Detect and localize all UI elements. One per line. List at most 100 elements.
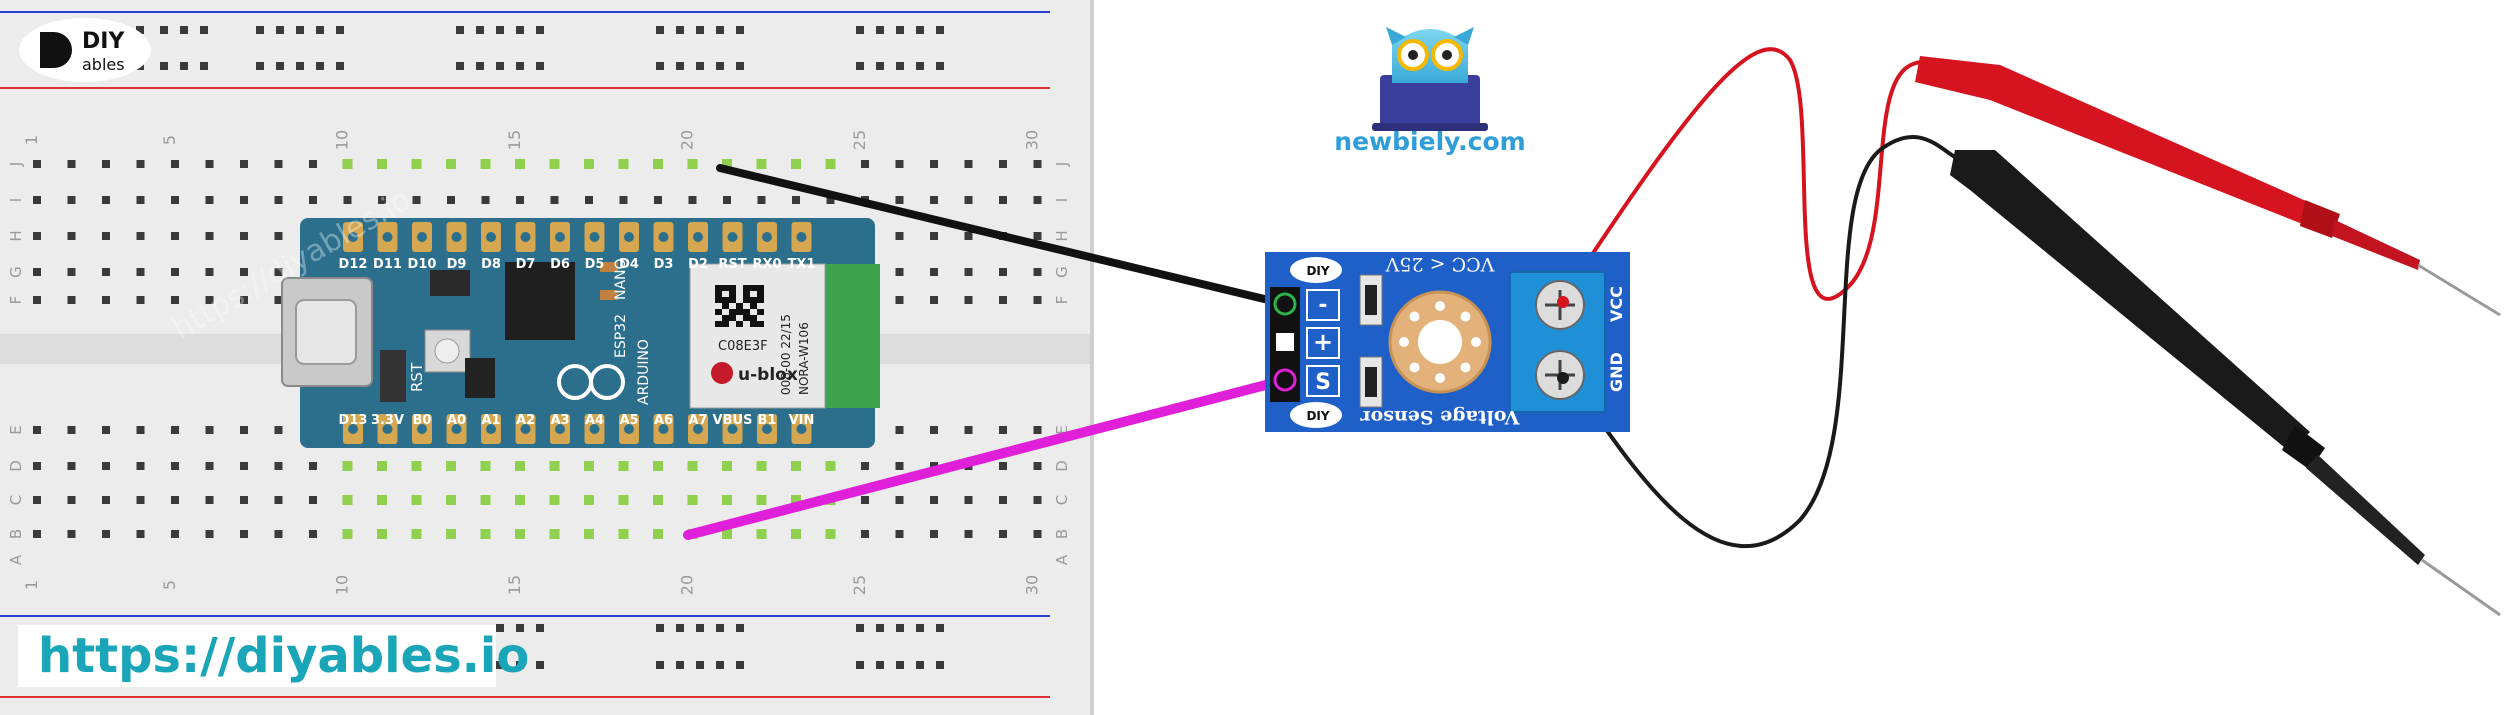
reset-button[interactable] xyxy=(424,329,471,373)
breadboard-hole xyxy=(240,530,248,538)
rail-hole xyxy=(200,26,208,34)
red-probe[interactable] xyxy=(1915,56,2501,317)
board-bottom-pads xyxy=(343,414,812,444)
connected-hole xyxy=(722,495,732,505)
breadboard-hole xyxy=(930,160,938,168)
rail-hole xyxy=(316,62,324,70)
rail-hole xyxy=(496,26,504,34)
owl-ear-right-icon xyxy=(1454,27,1474,45)
top-pin-label: RX0 xyxy=(752,257,781,272)
qr-cell xyxy=(729,309,736,315)
breadboard-hole xyxy=(930,268,938,276)
connected-hole xyxy=(377,529,387,539)
breadboard-hole xyxy=(136,530,145,538)
pin-ground-hole xyxy=(1273,292,1297,316)
row-letter: J xyxy=(1053,162,1071,167)
breadboard-hole xyxy=(274,496,283,504)
connected-hole xyxy=(377,461,387,471)
wires xyxy=(683,164,1290,540)
owl-site-text[interactable]: newbiely.com xyxy=(1334,127,1525,156)
rail-hole xyxy=(456,62,464,70)
top-pin-label: D7 xyxy=(516,257,536,272)
pin-pad-hole xyxy=(348,424,358,434)
pin-pad-hole xyxy=(727,424,738,434)
top-pin-label: D9 xyxy=(447,257,467,272)
breadboard-hole xyxy=(274,296,283,304)
column-number: 10 xyxy=(333,130,352,150)
connected-hole xyxy=(618,529,629,539)
qr-cell xyxy=(736,303,743,309)
row-letter: C xyxy=(1053,495,1071,505)
connected-hole xyxy=(515,461,525,471)
breadboard-hole xyxy=(171,160,179,168)
black-probe[interactable] xyxy=(1950,150,2501,617)
row-letter: D xyxy=(1053,460,1071,472)
bottom-pin-label: B0 xyxy=(413,413,432,428)
rst-label: RST xyxy=(408,362,426,392)
smd-chip-top xyxy=(430,270,470,296)
logo-bottom-text: ables xyxy=(82,55,125,74)
connected-hole xyxy=(446,159,456,169)
qr-cell xyxy=(743,315,750,321)
rail-hole xyxy=(876,26,884,34)
breadboard-hole xyxy=(171,296,179,304)
connected-hole xyxy=(653,461,663,471)
breadboard-hole xyxy=(964,296,973,304)
rail-hole xyxy=(536,62,544,70)
breadboard-hole xyxy=(33,426,41,434)
connected-hole xyxy=(411,495,422,505)
row-letter: G xyxy=(1053,266,1071,278)
connected-hole xyxy=(446,495,456,505)
rail-hole xyxy=(876,661,884,669)
row-letter: A xyxy=(7,554,25,565)
connected-hole xyxy=(653,159,663,169)
voltage-sensor-module: - + S VCC xyxy=(1265,252,1630,432)
rail-hole xyxy=(676,26,684,34)
pin-pad-hole xyxy=(796,424,807,434)
nano-label: NANO xyxy=(613,258,629,300)
breadboard-hole xyxy=(205,496,214,504)
rail-hole xyxy=(936,26,944,34)
breadboard-hole xyxy=(274,462,283,470)
column-number: 30 xyxy=(1023,130,1042,150)
top-pin-label: D2 xyxy=(688,257,708,272)
breadboard-hole xyxy=(205,426,214,434)
rail-hole xyxy=(496,624,504,632)
top-pin-label: D8 xyxy=(481,257,501,272)
rail-hole xyxy=(696,26,704,34)
breadboard-hole xyxy=(757,196,766,204)
column-number: 1 xyxy=(22,135,41,145)
column-number: 25 xyxy=(850,575,869,595)
connected-hole xyxy=(411,461,422,471)
rail-hole xyxy=(200,62,208,70)
top-pin-label: D6 xyxy=(550,257,570,272)
rail-hole xyxy=(916,661,924,669)
rail-hole xyxy=(296,26,304,34)
breadboard-hole xyxy=(102,196,110,204)
connected-hole xyxy=(791,159,801,169)
bottom-pin-label: A1 xyxy=(481,413,500,428)
breadboard-hole xyxy=(205,462,214,470)
breadboard-hole xyxy=(136,496,145,504)
wire-ground-black xyxy=(716,164,1289,308)
breadboard-hole xyxy=(240,196,248,204)
breadboard-hole xyxy=(1033,530,1042,538)
pin-pad-hole xyxy=(658,232,669,242)
top-pin-label: D5 xyxy=(585,257,605,272)
row-letter: E xyxy=(1053,425,1071,434)
breadboard-hole xyxy=(67,296,76,304)
breadboard-hole xyxy=(102,268,110,276)
sensor-diy-logo-bottom: DIY xyxy=(1290,402,1342,428)
breadboard-hole xyxy=(136,426,145,434)
breadboard-hole xyxy=(33,462,41,470)
breadboard-hole xyxy=(964,496,973,504)
url-text[interactable]: https://diyables.io xyxy=(38,628,529,684)
connected-hole xyxy=(687,495,698,505)
rail-hole xyxy=(896,62,904,70)
breadboard-hole xyxy=(205,296,214,304)
qr-cell xyxy=(729,315,736,321)
pin-pad-hole xyxy=(417,232,427,242)
